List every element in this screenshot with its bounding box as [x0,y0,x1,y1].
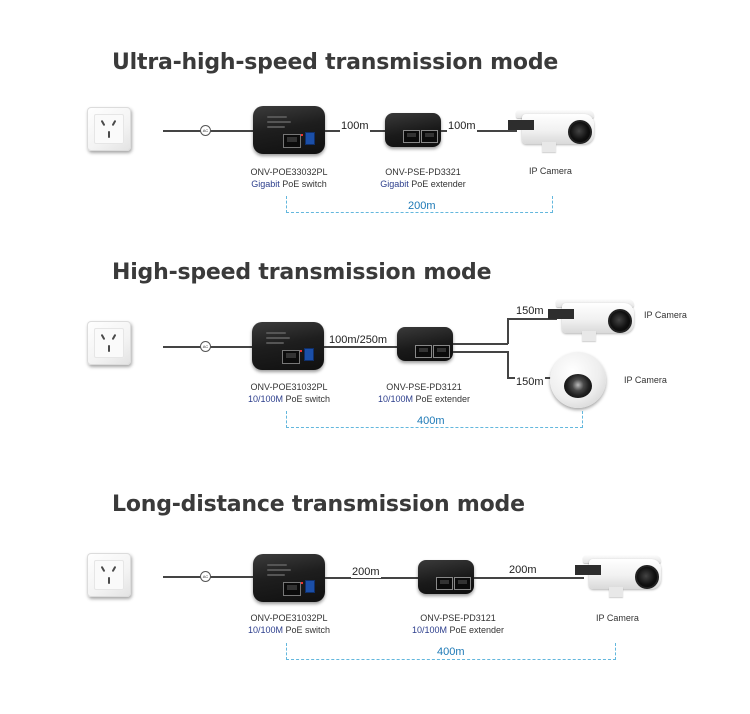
link-distance: 150m [515,376,545,388]
poe-extender-icon [385,113,441,147]
ac-adapter-icon: AC [200,341,211,352]
extender-speed: 10/100M [377,394,413,404]
extender-type: 10/100M PoE extender [376,393,472,405]
wall-outlet-icon [87,553,131,597]
extender-desc: PoE extender [412,394,471,404]
ethernet-cable [474,577,584,579]
ethernet-cable [453,343,508,345]
poe-extender-icon [418,560,474,594]
section-title-ultra-high-speed: Ultra-high-speed transmission mode [112,50,559,75]
ethernet-cable [441,130,517,132]
switch-speed: 10/100M [247,394,283,404]
dome-camera-icon [550,352,606,408]
total-distance: 400m [414,415,448,427]
total-distance: 200m [405,200,439,212]
switch-caption: ONV-POE31032PL 10/100M PoE switch [241,381,337,405]
total-distance-bracket [286,196,553,213]
switch-speed: 10/100M [247,625,283,635]
extender-caption: ONV-PSE-PD3121 10/100M PoE extender [410,612,506,636]
extender-model: ONV-PSE-PD3121 [420,613,496,623]
switch-model: ONV-POE33032PL [250,167,328,177]
switch-type: 10/100M PoE switch [241,393,337,405]
total-distance-bracket [286,411,583,428]
switch-type: 10/100M PoE switch [241,624,337,636]
extender-model: ONV-PSE-PD3321 [385,167,461,177]
bullet-camera-icon [548,297,636,343]
switch-desc: PoE switch [283,625,331,635]
camera-brand-plate [575,565,601,575]
poe-switch-icon [253,554,325,602]
switch-desc: PoE switch [279,179,327,189]
link-distance: 150m [515,305,545,317]
bullet-camera-icon [508,108,596,154]
extender-model: ONV-PSE-PD3121 [386,382,462,392]
switch-caption: ONV-POE33032PL Gigabit PoE switch [241,166,337,190]
extender-speed: 10/100M [411,625,447,635]
wall-outlet-icon [87,321,131,365]
bullet-camera-icon [575,553,663,599]
camera-brand-plate [548,309,574,319]
link-distance: 100m [340,120,370,132]
total-distance-bracket [286,643,616,660]
total-distance: 400m [434,646,468,658]
ac-adapter-icon: AC [200,571,211,582]
switch-speed: Gigabit [251,179,280,189]
link-distance: 200m [351,566,381,578]
ethernet-cable [507,318,509,344]
extender-speed: Gigabit [380,179,409,189]
switch-model: ONV-POE31032PL [250,613,328,623]
extender-desc: PoE extender [408,179,466,189]
switch-model: ONV-POE31032PL [250,382,328,392]
camera-label: IP Camera [644,310,687,320]
link-distance: 100m [447,120,477,132]
extender-type: Gigabit PoE extender [375,178,471,190]
ac-adapter-icon: AC [200,125,211,136]
ethernet-cable [507,351,509,378]
camera-label: IP Camera [624,375,667,385]
poe-switch-icon [253,106,325,154]
section-title-long-distance: Long-distance transmission mode [112,492,525,517]
section-title-high-speed: High-speed transmission mode [112,260,492,285]
extender-caption: ONV-PSE-PD3321 Gigabit PoE extender [375,166,471,190]
switch-type: Gigabit PoE switch [241,178,337,190]
camera-brand-plate [508,120,534,130]
link-distance: 200m [508,564,538,576]
switch-desc: PoE switch [283,394,331,404]
poe-extender-icon [397,327,453,361]
camera-label: IP Camera [529,166,572,176]
camera-label: IP Camera [596,613,639,623]
extender-desc: PoE extender [446,625,505,635]
ethernet-cable [507,318,557,320]
ethernet-cable [324,346,400,348]
extender-type: 10/100M PoE extender [410,624,506,636]
ethernet-cable [453,351,508,353]
poe-switch-icon [252,322,324,370]
wall-outlet-icon [87,107,131,151]
link-distance: 100m/250m [328,334,389,346]
extender-caption: ONV-PSE-PD3121 10/100M PoE extender [376,381,472,405]
switch-caption: ONV-POE31032PL 10/100M PoE switch [241,612,337,636]
